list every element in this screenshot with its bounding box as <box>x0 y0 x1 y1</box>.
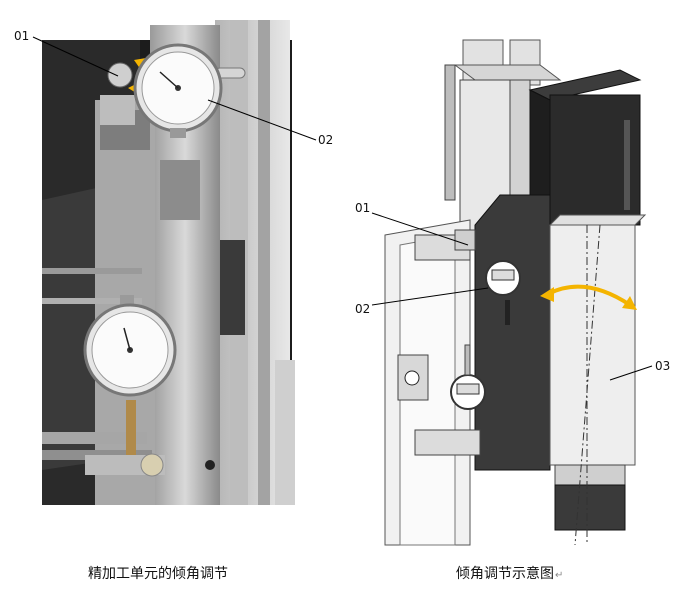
paragraph-mark-icon: ↵ <box>555 570 564 581</box>
finishing-unit-photo <box>32 20 317 505</box>
callout-02-right: 02 <box>355 302 371 316</box>
callout-03-right: 03 <box>655 359 671 373</box>
caption-right: 倾角调节示意图↵ <box>456 563 563 583</box>
callout-02-left: 02 <box>318 133 334 147</box>
caption-right-text: 倾角调节示意图 <box>456 566 554 582</box>
tilt-schematic <box>371 39 653 546</box>
caption-left: 精加工单元的倾角调节 <box>88 563 228 583</box>
caption-left-text: 精加工单元的倾角调节 <box>88 566 228 582</box>
callout-01-left: 01 <box>14 29 30 43</box>
callout-01-right: 01 <box>355 201 371 215</box>
